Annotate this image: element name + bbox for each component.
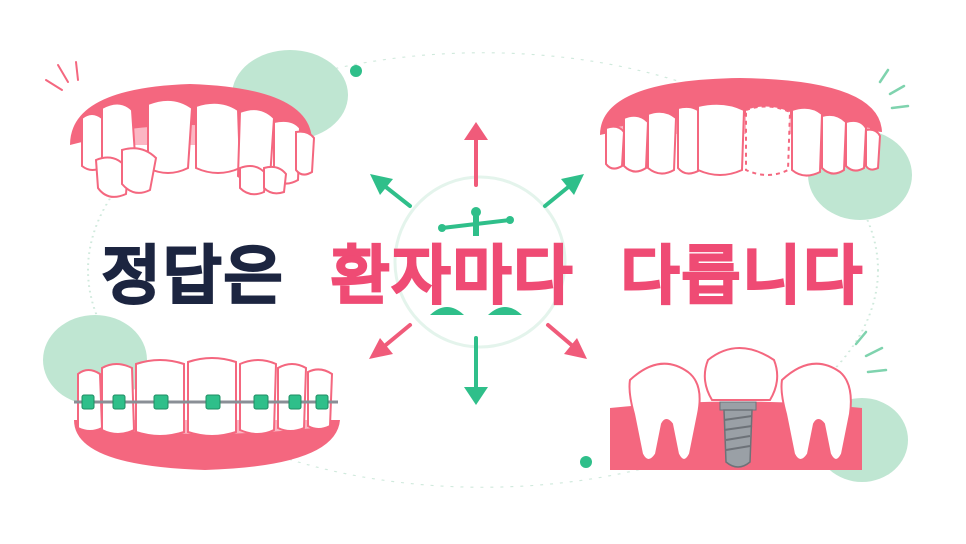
balance-scale-icon	[430, 207, 522, 315]
headline: 정답은 환자마다 다릅니다	[0, 225, 966, 317]
headline-word-2: 환자마다	[330, 239, 575, 315]
headline-word-1: 정답은	[101, 239, 285, 315]
orbit-dot-bottom	[580, 456, 592, 468]
braces-icon	[43, 315, 340, 470]
missing-tooth-icon	[600, 68, 912, 220]
crooked-teeth-icon	[45, 50, 348, 198]
center-ring	[393, 175, 567, 349]
headline-word-3: 다릅니다	[620, 239, 865, 315]
dental-implant-icon	[610, 330, 908, 482]
direction-arrows-icon	[369, 122, 587, 405]
dashed-orbit	[87, 52, 879, 488]
orbit-dot-top	[350, 65, 362, 77]
